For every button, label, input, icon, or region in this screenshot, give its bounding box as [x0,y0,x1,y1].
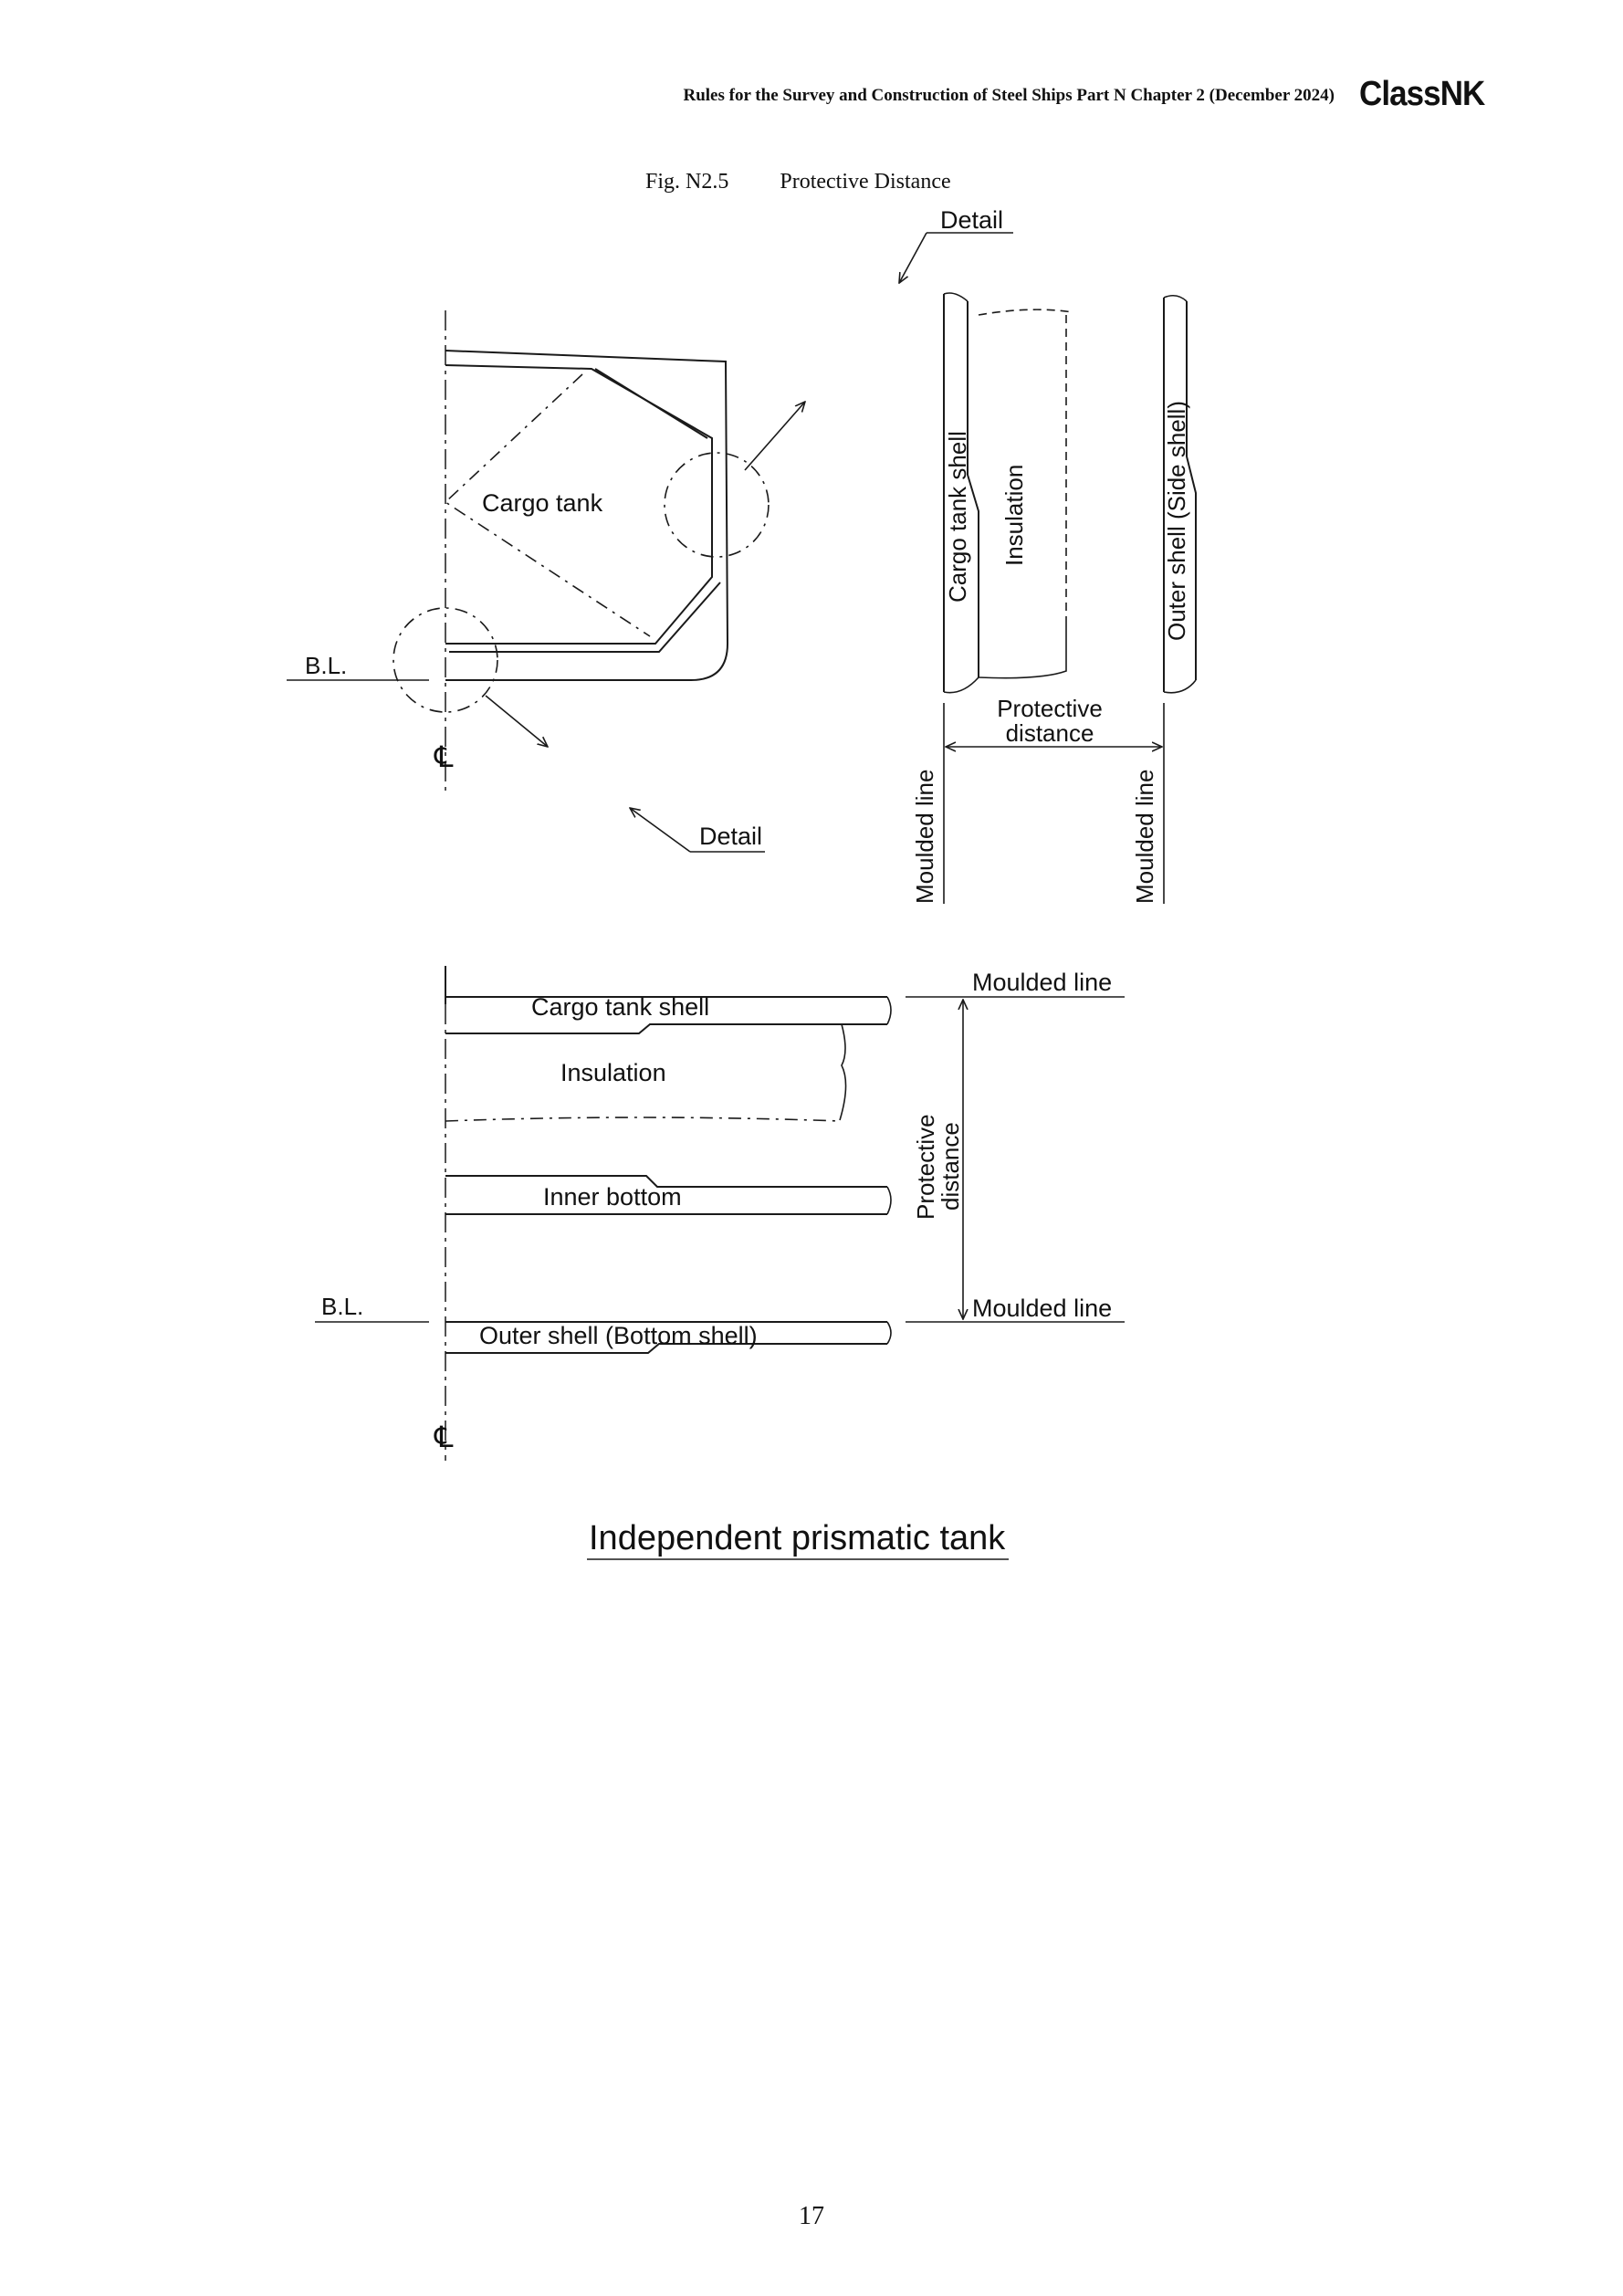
running-header: Rules for the Survey and Construction of… [683,86,1335,105]
outer-shell-break-top [1163,294,1188,302]
classnk-logo: ClassNK [1359,75,1485,113]
moulded-line-label-right: Moulded line [1131,770,1158,904]
figure-number: Fig. N2.5 [645,170,729,194]
cargo-tank-shell-bottom [445,1023,887,1034]
detail-pointer-lower [630,808,691,853]
cargo-tank-inner-dashed [444,373,651,637]
detail-pointer-upper [899,232,927,283]
cargo-tank-label: Cargo tank [482,489,603,517]
cargo-tank-shell-break [886,996,892,1025]
insulation-label-bottom: Insulation [560,1059,666,1086]
side-detail: Detail Cargo tank shell Insulation Outer… [899,206,1197,904]
cargo-shell-right-edge [967,301,979,677]
insulation-top-break [978,309,1073,316]
cargo-shell-break-bottom [943,676,979,694]
moulded-line-label-top: Moulded line [972,969,1112,996]
detail-arrow-bottom [485,695,548,747]
bottom-detail: Cargo tank shell Insulation Inner bottom… [315,966,1125,1461]
outer-shell-bottom-label: Outer shell (Bottom shell) [479,1322,758,1349]
outer-side-shell-right-edge [1186,301,1197,680]
inner-bottom-break [886,1186,892,1215]
centerline-symbol-lower: ℄ [434,1421,454,1453]
detail-label-lower: Detail [699,823,762,850]
shell-inner-upper [594,368,708,439]
protective-distance-label-side-1: Protective [997,695,1103,722]
cargo-tank-shell-label-bottom: Cargo tank shell [531,993,709,1021]
hull-outer-shell [445,350,729,681]
protective-distance-label-bottom-1: Protective [912,1114,939,1220]
detail-circle-side [664,452,770,558]
outer-bottom-shell-bottom [445,1343,887,1354]
moulded-line-label-bottom: Moulded line [972,1295,1112,1322]
inner-bottom-label: Inner bottom [543,1183,682,1211]
insulation-bottom-edge [445,1117,841,1122]
figure-title: Protective Distance [780,170,951,194]
cargo-tank-shell-label-side: Cargo tank shell [944,431,971,603]
baseline-label-upper: B.L. [305,652,347,679]
moulded-line-label-left: Moulded line [911,770,938,904]
outer-shell-break-bottom [1163,679,1197,694]
centerline-symbol-upper: ℄ [434,740,454,773]
protective-distance-label-bottom-2: distance [937,1122,964,1211]
detail-arrow-side [744,402,805,471]
detail-label-upper: Detail [940,206,1003,234]
baseline-label-lower: B.L. [321,1293,363,1320]
page-number: 17 [799,2202,824,2230]
figure-subtitle: Independent prismatic tank [589,1519,1006,1557]
cargo-shell-break-top [943,292,969,302]
tank-cross-section: Cargo tank B.L. ℄ Detail [287,310,805,853]
insulation-bottom-break [978,621,1067,679]
protective-distance-label-side-2: distance [1006,719,1094,747]
detail-circle-bottom [393,607,498,713]
inner-bottom-top [445,1175,887,1188]
figure-caption: Fig. N2.5 Protective Distance [645,170,951,194]
outer-shell-side-label: Outer shell (Side shell) [1163,401,1190,641]
insulation-break-lower [839,1023,847,1121]
shell-inner-lower [449,582,721,653]
outer-bottom-shell-break [886,1321,892,1345]
cargo-tank-outer [445,364,713,645]
insulation-label-side: Insulation [1000,465,1028,566]
